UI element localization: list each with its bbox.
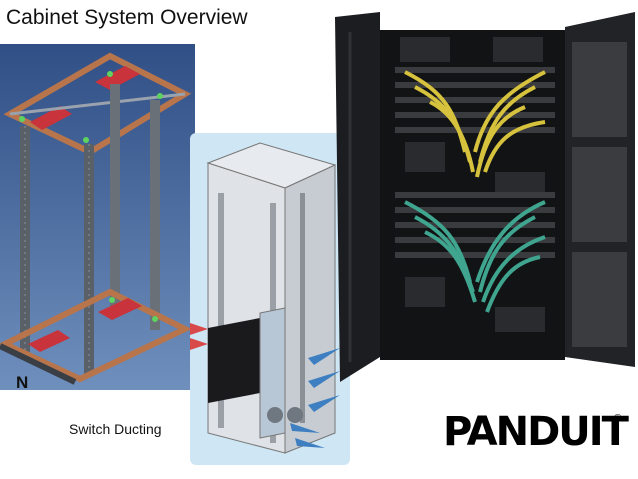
registered-mark: ® <box>614 413 622 424</box>
network-cabinet-photo <box>335 12 635 382</box>
slide-title: Cabinet System Overview <box>6 6 248 29</box>
logo-wordmark: PANDUIT <box>443 409 629 455</box>
panduit-logo: PANDUIT ® <box>443 407 633 457</box>
rack-frame-illustration <box>0 44 195 390</box>
frame-label: N <box>16 373 29 392</box>
switch-ducting-caption: Switch Ducting <box>69 421 162 437</box>
switch-ducting-illustration <box>190 133 350 465</box>
